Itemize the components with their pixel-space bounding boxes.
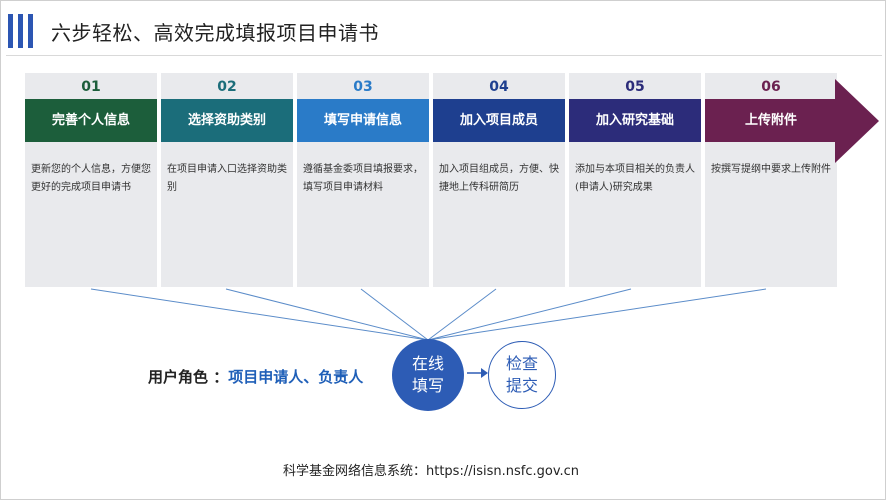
arrow-right-icon — [467, 368, 488, 378]
step-label: 加入项目成员 — [433, 99, 565, 142]
step-label: 填写申请信息 — [297, 99, 429, 142]
step-card-5: 05 加入研究基础 添加与本项目相关的负责人(申请人)研究成果 — [569, 73, 701, 287]
step-number: 03 — [353, 79, 373, 95]
step-number: 05 — [625, 79, 645, 95]
user-role-value: 项目申请人、负责人 — [228, 368, 364, 386]
step-card-1: 01 完善个人信息 更新您的个人信息，方便您更好的完成项目申请书 — [25, 73, 157, 287]
step-label: 完善个人信息 — [25, 99, 157, 142]
step-card-4: 04 加入项目成员 加入项目组成员，方便、快捷地上传科研简历 — [433, 73, 565, 287]
step-number: 06 — [761, 79, 781, 95]
user-role: 用户角色 ：项目申请人、负责人 — [148, 366, 363, 387]
footer-system-link: 科学基金网络信息系统：https://isisn.nsfc.gov.cn — [283, 464, 580, 479]
step-label: 加入研究基础 — [569, 99, 701, 142]
step-label: 选择资助类别 — [161, 99, 293, 142]
step-number: 02 — [217, 79, 237, 95]
step-description: 在项目申请入口选择资助类别 — [167, 164, 287, 193]
step-description: 加入项目组成员，方便、快捷地上传科研简历 — [439, 164, 559, 193]
arrow-tip-icon — [835, 79, 879, 163]
check-submit-circle: 检查提交 — [488, 341, 556, 409]
check-submit-label: 检查提交 — [505, 354, 538, 395]
step-description: 添加与本项目相关的负责人(申请人)研究成果 — [575, 164, 695, 193]
title-divider — [6, 55, 882, 56]
step-number: 01 — [81, 79, 101, 95]
user-role-label: 用户角色 ： — [148, 368, 229, 386]
page-title: 六步轻松、高效完成填报项目申请书 — [51, 21, 379, 45]
online-fill-label: 在线填写 — [411, 354, 444, 395]
step-card-6: 06 上传附件 按撰写提纲中要求上传附件 — [705, 73, 837, 287]
step-card-3: 03 填写申请信息 遵循基金委项目填报要求，填写项目申请材料 — [297, 73, 429, 287]
step-card-2: 02 选择资助类别 在项目申请入口选择资助类别 — [161, 73, 293, 287]
step-label: 上传附件 — [705, 99, 837, 142]
step-description: 遵循基金委项目填报要求，填写项目申请材料 — [303, 164, 423, 193]
step-description: 按撰写提纲中要求上传附件 — [711, 164, 831, 175]
step-description: 更新您的个人信息，方便您更好的完成项目申请书 — [31, 164, 151, 193]
step-number: 04 — [489, 79, 509, 95]
online-fill-circle: 在线填写 — [392, 339, 464, 411]
